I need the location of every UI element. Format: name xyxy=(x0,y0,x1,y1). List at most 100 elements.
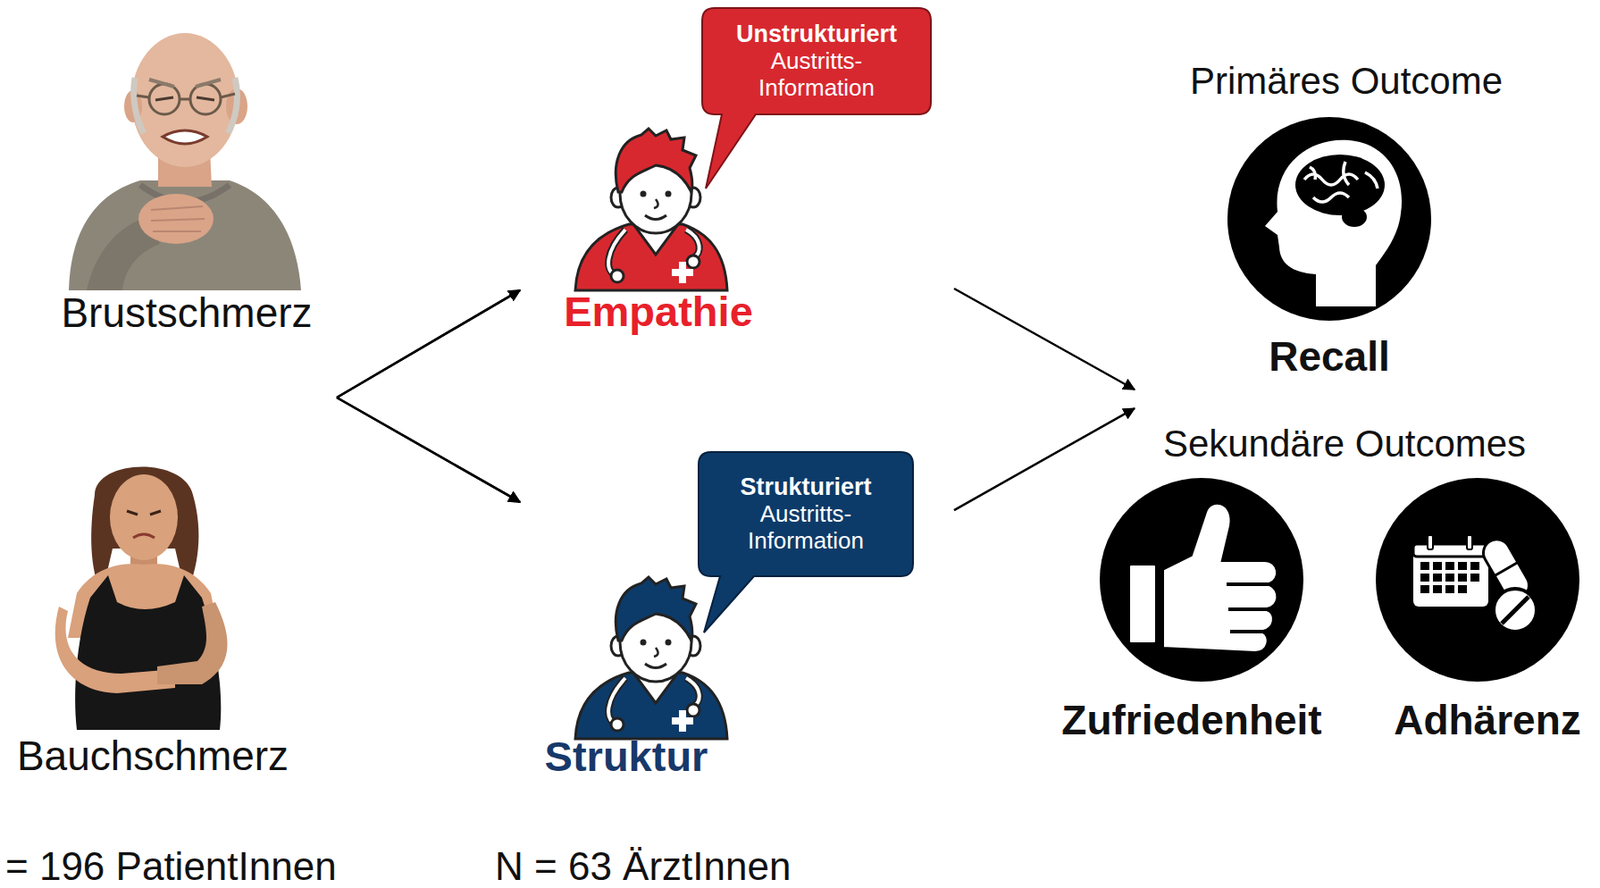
sample-size: = 196 PatientInnen xyxy=(5,846,337,887)
flow-arrow xyxy=(336,397,520,503)
illustration-shape xyxy=(155,97,215,101)
patient-figure xyxy=(68,33,302,291)
illustration-shape xyxy=(653,647,659,657)
thumbs-up-icon xyxy=(1099,477,1304,682)
illustration-shape xyxy=(1470,573,1480,582)
section-heading: Sekundäre Outcomes xyxy=(1163,422,1526,466)
illustration-shape xyxy=(640,191,647,198)
illustration-shape xyxy=(1432,573,1442,582)
illustration-shape xyxy=(1413,544,1489,607)
patient-node: Brustschmerz xyxy=(35,13,337,398)
illustration-shape xyxy=(1470,561,1480,570)
illustration-shape xyxy=(1432,561,1442,570)
section-heading: Primäres Outcome xyxy=(1189,59,1503,103)
illustration-shape xyxy=(1445,573,1455,582)
illustration-shape xyxy=(138,193,214,244)
calendar-pill-icon xyxy=(1375,477,1580,682)
illustration-shape xyxy=(1445,585,1455,594)
illustration-shape xyxy=(645,663,667,669)
illustration-shape xyxy=(1264,140,1402,307)
illustration-shape xyxy=(1445,561,1455,570)
bubble-heading: Strukturiert xyxy=(739,473,872,502)
brain-icon xyxy=(1227,117,1432,321)
illustration-shape xyxy=(1432,585,1442,594)
illustration-shape xyxy=(1413,544,1489,557)
illustration-shape xyxy=(640,639,647,646)
illustration-shape xyxy=(1375,477,1580,682)
illustration-shape xyxy=(131,33,239,168)
bubble-heading: Unstrukturiert xyxy=(736,20,897,49)
node-label: Struktur xyxy=(544,732,709,781)
illustration-shape xyxy=(1420,561,1430,570)
illustration-shape xyxy=(671,710,694,732)
bubble-outline-path xyxy=(702,8,931,189)
illustration-shape xyxy=(671,261,694,284)
node-label: Zufriedenheit xyxy=(1061,696,1322,745)
speech-bubble: StrukturiertAustritts- Information xyxy=(698,452,914,577)
illustration-shape xyxy=(227,77,237,134)
illustration-shape xyxy=(1295,154,1385,216)
flow-arrow xyxy=(954,408,1135,511)
flow-arrow xyxy=(336,397,520,503)
sample-size: N = 63 ÄrztInnen xyxy=(494,846,791,887)
illustration-shape xyxy=(75,575,221,730)
node-label: Recall xyxy=(1268,333,1391,381)
illustration-shape xyxy=(162,130,208,144)
speech-bubble: UnstrukturiertAustritts- Information xyxy=(702,8,931,115)
illustration-shape xyxy=(611,718,624,731)
node-label: Adhärenz xyxy=(1393,696,1582,745)
illustration-shape xyxy=(665,639,672,646)
illustration-shape xyxy=(1457,561,1467,570)
illustration-shape xyxy=(68,180,302,291)
illustration-shape xyxy=(1427,535,1433,550)
flow-arrow xyxy=(336,290,520,398)
illustration-shape xyxy=(126,510,161,515)
node-label: Brustschmerz xyxy=(60,289,312,337)
bubble-outline-path xyxy=(698,452,914,633)
illustration-shape xyxy=(645,215,667,220)
illustration-shape xyxy=(1341,207,1367,227)
illustration-shape xyxy=(1420,573,1430,582)
illustration-shape xyxy=(109,474,178,561)
doctor-figure xyxy=(575,128,728,291)
illustration-shape xyxy=(1099,477,1304,682)
patient-node: Bauchschmerz xyxy=(0,397,337,778)
illustration-shape xyxy=(136,93,235,100)
bubble-text: Austritts- Information xyxy=(725,501,887,555)
illustration-shape xyxy=(1128,563,1157,645)
illustration-shape xyxy=(615,128,696,193)
illustration-shape xyxy=(1420,561,1480,594)
illustration-shape xyxy=(686,229,700,259)
illustration-shape xyxy=(134,77,144,134)
illustration-shape xyxy=(1420,585,1430,594)
illustration-shape xyxy=(686,255,700,269)
illustration-shape xyxy=(1457,573,1467,582)
illustration-shape xyxy=(1304,161,1378,202)
illustration-shape xyxy=(686,678,700,707)
outcome-node: Adhärenz xyxy=(1366,473,1591,751)
illustration-shape xyxy=(653,199,659,209)
illustration-shape xyxy=(1457,585,1467,594)
illustration-shape xyxy=(149,79,221,87)
flow-arrow xyxy=(954,288,1135,390)
illustration-shape xyxy=(686,703,700,717)
illustration-shape xyxy=(665,191,672,198)
outcome-node: Recall xyxy=(1134,107,1492,416)
doctor-figure xyxy=(575,577,728,739)
node-label: Bauchschmerz xyxy=(16,732,289,780)
illustration-shape xyxy=(150,206,205,232)
illustration-shape xyxy=(1501,596,1529,624)
illustration-shape xyxy=(1227,117,1432,321)
node-label: Empathie xyxy=(563,287,754,336)
doctor-node: Struktur StrukturiertAustritts- Informati… xyxy=(519,446,955,787)
patient-figure xyxy=(55,466,228,730)
illustration-shape xyxy=(1226,584,1270,632)
illustration-shape xyxy=(1162,502,1278,654)
illustration-shape xyxy=(1493,588,1537,632)
illustration-shape xyxy=(611,269,624,283)
illustration-shape xyxy=(686,678,700,707)
bubble-text: Austritts- Information xyxy=(736,48,897,102)
doctor-node: Empathie UnstrukturiertAustritts- Informa… xyxy=(519,4,955,340)
illustration-shape xyxy=(55,606,176,694)
